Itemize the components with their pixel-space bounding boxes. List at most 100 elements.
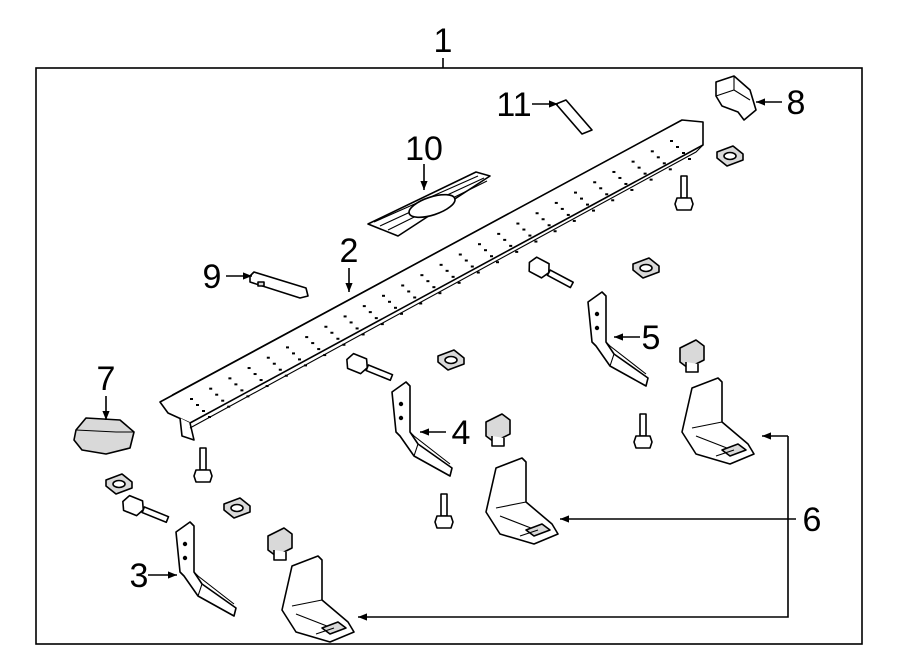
slot-hole [304, 364, 307, 367]
callout-2: 2 [340, 232, 359, 270]
slot-hole [670, 140, 673, 142]
slot-hole [637, 166, 641, 169]
slot-hole [419, 302, 423, 305]
slot-hole [496, 261, 499, 264]
slot-hole [265, 385, 269, 388]
slot-hole [497, 232, 501, 235]
callout-5: 5 [642, 319, 661, 357]
pad-6b [485, 457, 559, 545]
slot-hole [580, 197, 583, 200]
slot-hole [630, 188, 634, 191]
slot-hole [361, 333, 365, 336]
slot-hole [202, 410, 205, 412]
slot-hole [522, 228, 526, 231]
slot-hole [388, 300, 391, 303]
slot-hole [515, 250, 519, 253]
slot-hole [611, 199, 615, 202]
slot-hole [572, 219, 576, 222]
slot-hole [528, 234, 532, 237]
slot-hole [656, 156, 660, 159]
slot-hole [650, 150, 654, 153]
slot-hole [413, 296, 417, 299]
diagram-frame [35, 67, 863, 645]
bracket-3 [175, 521, 237, 617]
slot-hole [330, 331, 334, 334]
slot-hole [612, 170, 616, 173]
slot-hole [286, 346, 289, 349]
end-cap-8 [715, 75, 757, 121]
slot-hole [554, 201, 558, 204]
slot-hole [470, 265, 474, 268]
slot-hole [228, 377, 232, 380]
slot-hole [323, 354, 327, 357]
callout-7: 7 [97, 360, 116, 398]
slot-hole [649, 178, 653, 181]
slot-hole [253, 373, 257, 376]
callout-4: 4 [452, 414, 471, 452]
slot-hole [362, 305, 366, 308]
slot-hole [599, 187, 603, 190]
slot-hole [618, 176, 622, 179]
callout-6: 6 [803, 501, 822, 539]
trim-strip-11 [555, 99, 593, 135]
slot-hole [593, 181, 597, 184]
bracket-5 [587, 291, 649, 387]
callout-6-leader-a [358, 436, 789, 621]
slot-hole [464, 259, 468, 262]
slot-hole [438, 292, 442, 295]
slot-hole [541, 218, 545, 221]
slot-hole [631, 160, 635, 163]
callout-1: 1 [434, 22, 453, 60]
slot-hole [227, 405, 231, 408]
slot-hole [624, 182, 628, 185]
slot-hole [535, 212, 539, 215]
slot-hole [560, 207, 564, 210]
slot-hole [484, 249, 487, 252]
slot-hole [668, 168, 672, 171]
slot-hole [368, 311, 372, 314]
slot-hole [476, 271, 480, 274]
slot-hole [190, 398, 193, 400]
slot-hole [298, 358, 301, 361]
slot-hole [394, 306, 397, 309]
slot-hole [516, 222, 520, 225]
slot-hole [221, 399, 225, 402]
bolt-horizontal-c [122, 494, 170, 524]
slot-hole [259, 379, 263, 382]
pad-6c [281, 555, 355, 643]
slot-hole [420, 274, 424, 277]
slot-hole [284, 374, 288, 377]
slot-hole [247, 367, 251, 370]
slot-hole [509, 244, 513, 247]
slot-hole [457, 281, 461, 284]
slot-hole [215, 393, 219, 396]
slot-hole [208, 416, 211, 418]
slot-hole [336, 337, 340, 340]
end-cap-7 [73, 417, 135, 455]
slot-hole [374, 317, 378, 320]
slot-hole [400, 312, 403, 315]
slot-hole [586, 203, 589, 206]
slot-hole [246, 395, 250, 398]
bracket-4 [391, 381, 453, 477]
callout-11: 11 [496, 86, 531, 124]
slot-hole [234, 383, 238, 386]
slot-hole [272, 362, 276, 365]
slot-hole [547, 224, 551, 227]
slot-hole [292, 352, 295, 355]
slot-hole [380, 323, 384, 326]
bolt-horizontal-a [528, 256, 574, 289]
slot-hole [311, 342, 315, 345]
slot-hole [355, 327, 359, 330]
slot-hole [266, 356, 270, 359]
step-pad-insert [367, 171, 491, 237]
slot-hole [553, 230, 557, 233]
slot-hole [426, 280, 430, 283]
slot-hole [574, 191, 577, 194]
running-board [159, 119, 704, 441]
bolt-horizontal-b [346, 352, 394, 382]
slot-hole [343, 315, 347, 318]
callout-8: 8 [787, 84, 806, 122]
callout-9: 9 [203, 258, 222, 296]
